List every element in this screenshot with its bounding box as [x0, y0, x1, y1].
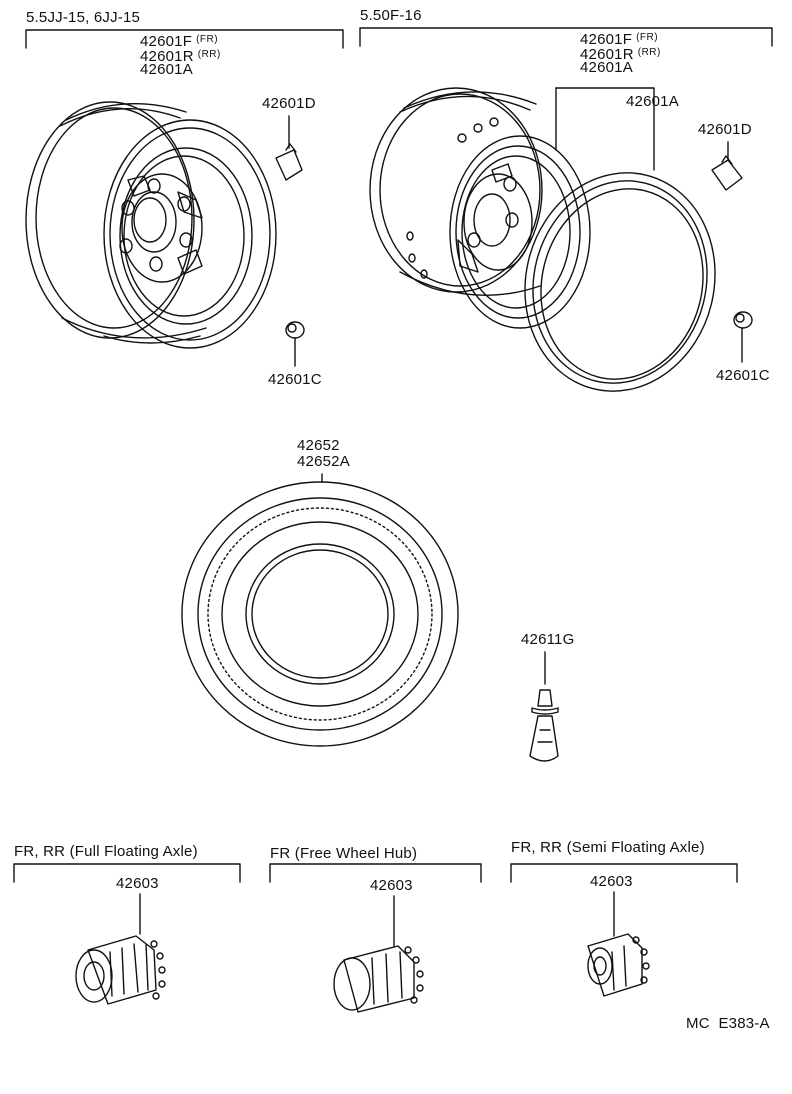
part-label: 42601A: [140, 61, 193, 78]
hub-semi-label: FR, RR (Semi Floating Axle): [511, 839, 705, 856]
wheel-a-disc: [25, 101, 277, 349]
part-label: 42652A: [297, 453, 350, 470]
bracket-wheel-b: [359, 27, 773, 47]
part-label: 42601D: [698, 121, 752, 138]
wheel-b-split-rim: [369, 87, 591, 329]
part-label: 42601R(RR): [580, 46, 661, 63]
part-label: 42611G: [521, 631, 575, 648]
part-label: 42601C: [716, 367, 770, 384]
wheel-a-spec-label: 5.5JJ-15, 6JJ-15: [26, 9, 141, 26]
bracket-hub-full: [13, 863, 241, 883]
lug-nut-icon-b: [733, 311, 753, 363]
part-label: 42603: [370, 877, 413, 894]
part-label: 42652: [297, 437, 340, 454]
diagram-code: MC E383-A: [686, 1015, 770, 1032]
bracket-hub-semi: [510, 863, 738, 883]
hub-full-label: FR, RR (Full Floating Axle): [14, 843, 198, 860]
balance-weight-icon-b: [711, 141, 743, 191]
bracket-wheel-a: [25, 29, 344, 49]
part-label: 42601R(RR): [140, 48, 221, 65]
part-label: 42601D: [262, 95, 316, 112]
tire-icon: [181, 473, 459, 747]
part-label: 42601A: [580, 59, 633, 76]
part-label: 42601C: [268, 371, 322, 388]
hub-free-label: FR (Free Wheel Hub): [270, 845, 418, 862]
wheel-b-spec-label: 5.50F-16: [360, 7, 422, 24]
balance-weight-icon-a: [275, 115, 303, 181]
part-label: 42601F(FR): [140, 33, 219, 50]
part-label: 42601A: [626, 93, 679, 110]
part-label: 42601F(FR): [580, 31, 659, 48]
part-label: 42603: [116, 875, 159, 892]
hub-cap-icon-full: [75, 893, 166, 1005]
part-label: 42603: [590, 873, 633, 890]
valve-icon: [529, 651, 559, 762]
side-ring-icon: [524, 87, 716, 392]
hub-cap-icon-free: [333, 895, 424, 1013]
hub-cap-icon-semi: [587, 891, 650, 997]
bracket-hub-free: [269, 863, 482, 883]
lug-nut-icon-a: [285, 321, 305, 367]
